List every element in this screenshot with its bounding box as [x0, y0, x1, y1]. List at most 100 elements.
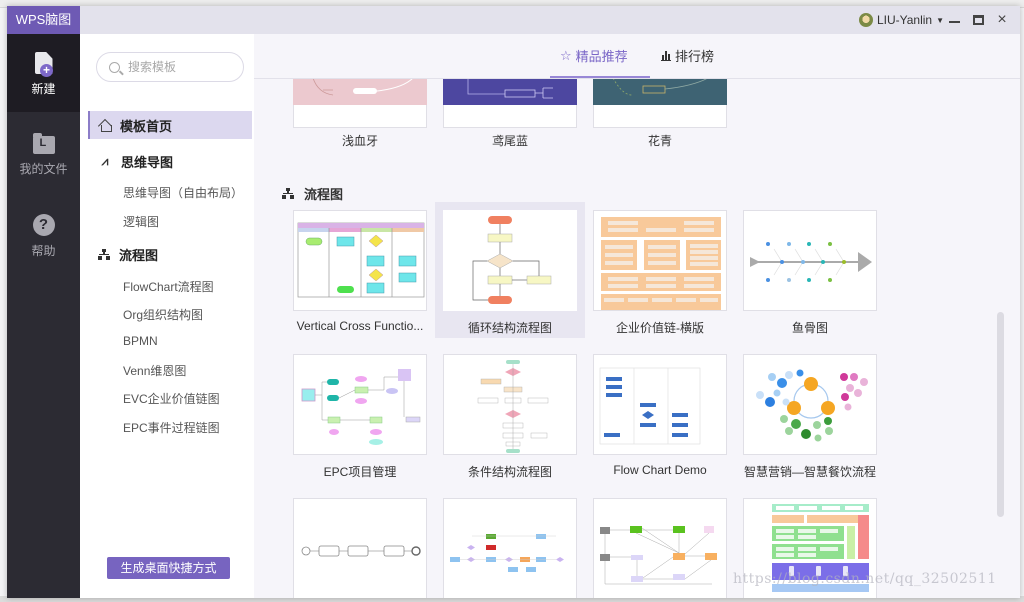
category-item-bpmn[interactable]: BPMN: [123, 334, 158, 348]
template-thumbnail: [743, 354, 877, 455]
template-card-loop-structure[interactable]: 循环结构流程图: [435, 202, 585, 338]
template-thumbnail: [743, 210, 877, 311]
mindmap-preview-icon: [312, 77, 414, 96]
nav-my-files-label: 我的文件: [19, 162, 68, 176]
template-card-network-flow[interactable]: [593, 498, 727, 598]
category-item-org-chart[interactable]: Org组织结构图: [123, 308, 204, 322]
nav-new-label: 新建: [31, 82, 56, 96]
category-item-venn[interactable]: Venn维恩图: [123, 364, 187, 378]
theme-card-light-pink[interactable]: 浅血牙: [293, 77, 427, 149]
template-card-architecture[interactable]: [743, 498, 877, 598]
folder-icon: [32, 133, 55, 154]
category-template-home[interactable]: 模板首页: [88, 111, 252, 139]
category-mindmap-label: 思维导图: [121, 155, 174, 170]
template-label: 企业价值链-横版: [616, 321, 704, 335]
template-label: Vertical Cross Functio...: [296, 319, 424, 333]
active-tab-indicator: [550, 76, 650, 78]
create-desktop-shortcut-button[interactable]: 生成桌面快捷方式: [107, 557, 230, 579]
star-icon: ☆: [560, 47, 572, 63]
bubble-map-preview-icon: [756, 369, 868, 442]
title-bar: WPS脑图 LIU-Yanlin ▼ ×: [7, 6, 1020, 34]
category-mindmap[interactable]: ⩘ 思维导图: [98, 152, 173, 171]
color-flow-preview-icon: [450, 534, 564, 572]
template-card-vertical-cross-functional[interactable]: Vertical Cross Functio...: [293, 210, 427, 333]
category-item-mindmap-free[interactable]: 思维导图（自由布局）: [123, 186, 244, 200]
architecture-preview-icon: [772, 504, 869, 592]
search-input[interactable]: [128, 60, 228, 74]
background-status-strip: [0, 596, 1024, 602]
template-thumbnail: [593, 210, 727, 311]
template-thumbnail: [293, 210, 427, 311]
nav-my-files[interactable]: 我的文件: [7, 112, 80, 190]
template-thumbnail: [293, 498, 427, 598]
template-window: WPS脑图 LIU-Yanlin ▼ × + 新建 我的文件 ? 帮助: [7, 6, 1020, 598]
category-item-flowchart[interactable]: FlowChart流程图: [123, 280, 214, 294]
template-card-value-chain[interactable]: 企业价值链-横版: [593, 210, 727, 336]
template-label: 循环结构流程图: [467, 321, 552, 335]
left-navigation: + 新建 我的文件 ? 帮助: [7, 34, 80, 598]
flow-demo-preview-icon: [599, 367, 701, 445]
theme-card-cyan[interactable]: 花青: [593, 77, 727, 149]
user-menu[interactable]: LIU-Yanlin ▼: [858, 6, 944, 34]
template-label: 鱼骨图: [791, 321, 828, 335]
template-thumbnail: [593, 498, 727, 598]
category-template-home-label: 模板首页: [120, 118, 173, 134]
conditional-flowchart-preview-icon: [477, 360, 549, 453]
template-search[interactable]: [96, 52, 244, 82]
tab-ranking[interactable]: 排行榜: [661, 46, 714, 65]
mindmap-preview-icon: [467, 78, 553, 99]
user-name: LIU-Yanlin: [876, 13, 933, 27]
category-item-logic-chart[interactable]: 逻辑图: [123, 215, 160, 229]
template-card-flow-chart-demo[interactable]: Flow Chart Demo: [593, 354, 727, 477]
theme-label: 花青: [647, 134, 672, 148]
minimize-button[interactable]: [942, 6, 966, 34]
maximize-button[interactable]: [966, 6, 990, 34]
watermark-text: https://blog.csdn.net/qq_32502511: [733, 571, 997, 587]
category-item-evc[interactable]: EVC企业价值链图: [123, 392, 220, 406]
template-card-smart-marketing[interactable]: 智慧营销—智慧餐饮流程: [743, 354, 877, 480]
fishbone-preview-icon: [750, 242, 872, 282]
nav-help[interactable]: ? 帮助: [7, 190, 80, 270]
template-card-fishbone[interactable]: 鱼骨图: [743, 210, 877, 336]
bar-chart-icon: [661, 50, 671, 61]
theme-label: 鸢尾蓝: [491, 134, 528, 148]
section-title-label: 流程图: [304, 187, 344, 202]
theme-card-iris-blue[interactable]: 鸢尾蓝: [443, 78, 577, 149]
mindmap-preview-icon: [612, 77, 709, 96]
minimize-icon: [948, 21, 960, 23]
template-thumbnail: [443, 210, 577, 311]
theme-thumbnail: [443, 78, 577, 105]
tab-featured[interactable]: ☆ 精品推荐: [560, 46, 628, 65]
category-panel: 模板首页 ⩘ 思维导图 思维导图（自由布局） 逻辑图 流程图 FlowChart…: [80, 34, 254, 598]
category-flowchart[interactable]: 流程图: [98, 245, 158, 264]
nav-new[interactable]: + 新建: [7, 34, 80, 112]
template-label: 条件结构流程图: [467, 465, 552, 479]
maximize-icon: [972, 15, 984, 25]
tab-featured-label: 精品推荐: [575, 49, 628, 64]
app-title: WPS脑图: [7, 6, 80, 34]
epc-preview-icon: [301, 369, 421, 445]
mindmap-icon: ⩘: [101, 154, 109, 168]
bpmn-preview-icon: [301, 545, 421, 557]
loop-flowchart-preview-icon: [472, 216, 552, 304]
gallery-tabs: ☆ 精品推荐 排行榜: [254, 34, 1020, 79]
theme-thumbnail: [293, 77, 427, 105]
template-thumbnail: [593, 354, 727, 455]
template-card-epc-project[interactable]: EPC项目管理: [293, 354, 427, 480]
template-label: EPC项目管理: [323, 465, 397, 479]
template-thumbnail: [443, 498, 577, 598]
search-icon: [109, 61, 120, 73]
template-card-color-flow[interactable]: [443, 498, 577, 598]
swimlane-preview-icon: [297, 222, 425, 298]
close-button[interactable]: ×: [990, 6, 1014, 34]
vertical-scrollbar[interactable]: [997, 312, 1004, 517]
flowchart-icon: [98, 249, 110, 260]
template-card-conditional-structure[interactable]: 条件结构流程图: [443, 354, 577, 480]
template-label: 智慧营销—智慧餐饮流程: [743, 465, 876, 479]
template-gallery: ☆ 精品推荐 排行榜 浅血牙 鸢尾蓝: [254, 34, 1020, 598]
plus-icon: +: [40, 64, 53, 77]
category-item-epc[interactable]: EPC事件过程链图: [123, 421, 220, 435]
template-thumbnail: [293, 354, 427, 455]
template-card-bpmn-linear[interactable]: [293, 498, 427, 598]
tab-ranking-label: 排行榜: [675, 49, 715, 64]
